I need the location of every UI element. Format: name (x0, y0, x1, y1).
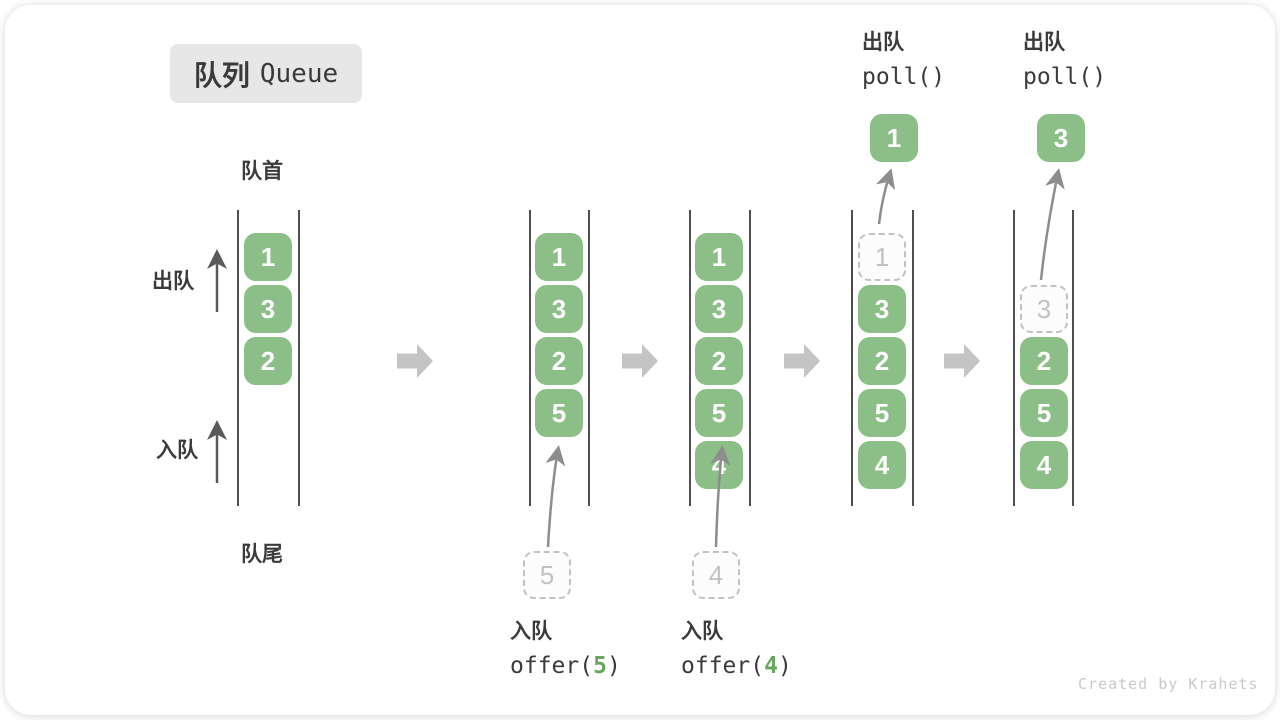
queue5-left-wall (1013, 210, 1015, 506)
watermark: Created by Krahets (1078, 675, 1259, 693)
queue5-removed-element: 3 (1020, 285, 1068, 333)
title-en: Queue (259, 58, 339, 89)
queue3-right-wall (749, 210, 751, 506)
polled-element-3: 3 (1037, 114, 1085, 162)
queue2-element: 2 (535, 337, 583, 385)
op-enqueue-4-code: offer(4) (681, 655, 792, 678)
queue4-element: 5 (858, 389, 906, 437)
incoming-element-5: 5 (523, 551, 571, 599)
queue3-left-wall (689, 210, 691, 506)
diagram-card (5, 5, 1275, 715)
polled-element-1: 1 (870, 114, 918, 162)
queue3-element: 5 (695, 389, 743, 437)
op-poll-3: 出队 poll() (1023, 32, 1106, 89)
queue4-left-wall (851, 210, 853, 506)
incoming-element-4: 4 (692, 551, 740, 599)
op-poll-3-code: poll() (1023, 64, 1107, 90)
op-enqueue-5: 入队 offer(5) (510, 621, 621, 678)
queue3-element: 3 (695, 285, 743, 333)
queue4-element: 4 (858, 441, 906, 489)
queue3-element: 2 (695, 337, 743, 385)
queue2-element: 3 (535, 285, 583, 333)
code-fn: offer( (681, 653, 765, 679)
queue5-right-wall (1072, 210, 1074, 506)
queue1-element: 2 (244, 337, 292, 385)
queue2-left-wall (529, 210, 531, 506)
op-enqueue-5-code: offer(5) (510, 655, 621, 678)
label-queue-front: 队首 (241, 160, 283, 183)
queue4-element: 2 (858, 337, 906, 385)
queue4-element: 3 (858, 285, 906, 333)
queue1-right-wall (298, 210, 300, 506)
queue5-element: 4 (1020, 441, 1068, 489)
queue2-element: 1 (535, 233, 583, 281)
op-poll-1-label: 出队 (862, 31, 904, 54)
queue1-left-wall (237, 210, 239, 506)
code-arg: 5 (593, 653, 607, 679)
queue3-element: 4 (695, 441, 743, 489)
title-zh: 队列 (193, 59, 250, 91)
op-poll-1-code: poll() (862, 64, 946, 90)
label-dequeue-side: 出队 (152, 270, 194, 293)
code-fn: offer( (510, 653, 594, 679)
label-queue-rear: 队尾 (241, 543, 283, 566)
code-close: ) (606, 653, 621, 679)
queue1-element: 3 (244, 285, 292, 333)
op-poll-1: 出队 poll() (862, 32, 945, 89)
label-enqueue-side: 入队 (156, 439, 198, 462)
code-close: ) (777, 653, 792, 679)
queue3-element: 1 (695, 233, 743, 281)
title-box: 队列 Queue (170, 44, 362, 103)
queue2-right-wall (588, 210, 590, 506)
code-arg: 4 (764, 653, 778, 679)
op-enqueue-4-label: 入队 (681, 620, 723, 643)
queue2-element: 5 (535, 389, 583, 437)
op-enqueue-4: 入队 offer(4) (681, 621, 792, 678)
queue4-removed-element: 1 (858, 233, 906, 281)
queue4-right-wall (912, 210, 914, 506)
queue5-element: 2 (1020, 337, 1068, 385)
op-poll-3-label: 出队 (1023, 31, 1065, 54)
queue1-element: 1 (244, 233, 292, 281)
queue5-element: 5 (1020, 389, 1068, 437)
op-enqueue-5-label: 入队 (510, 620, 552, 643)
